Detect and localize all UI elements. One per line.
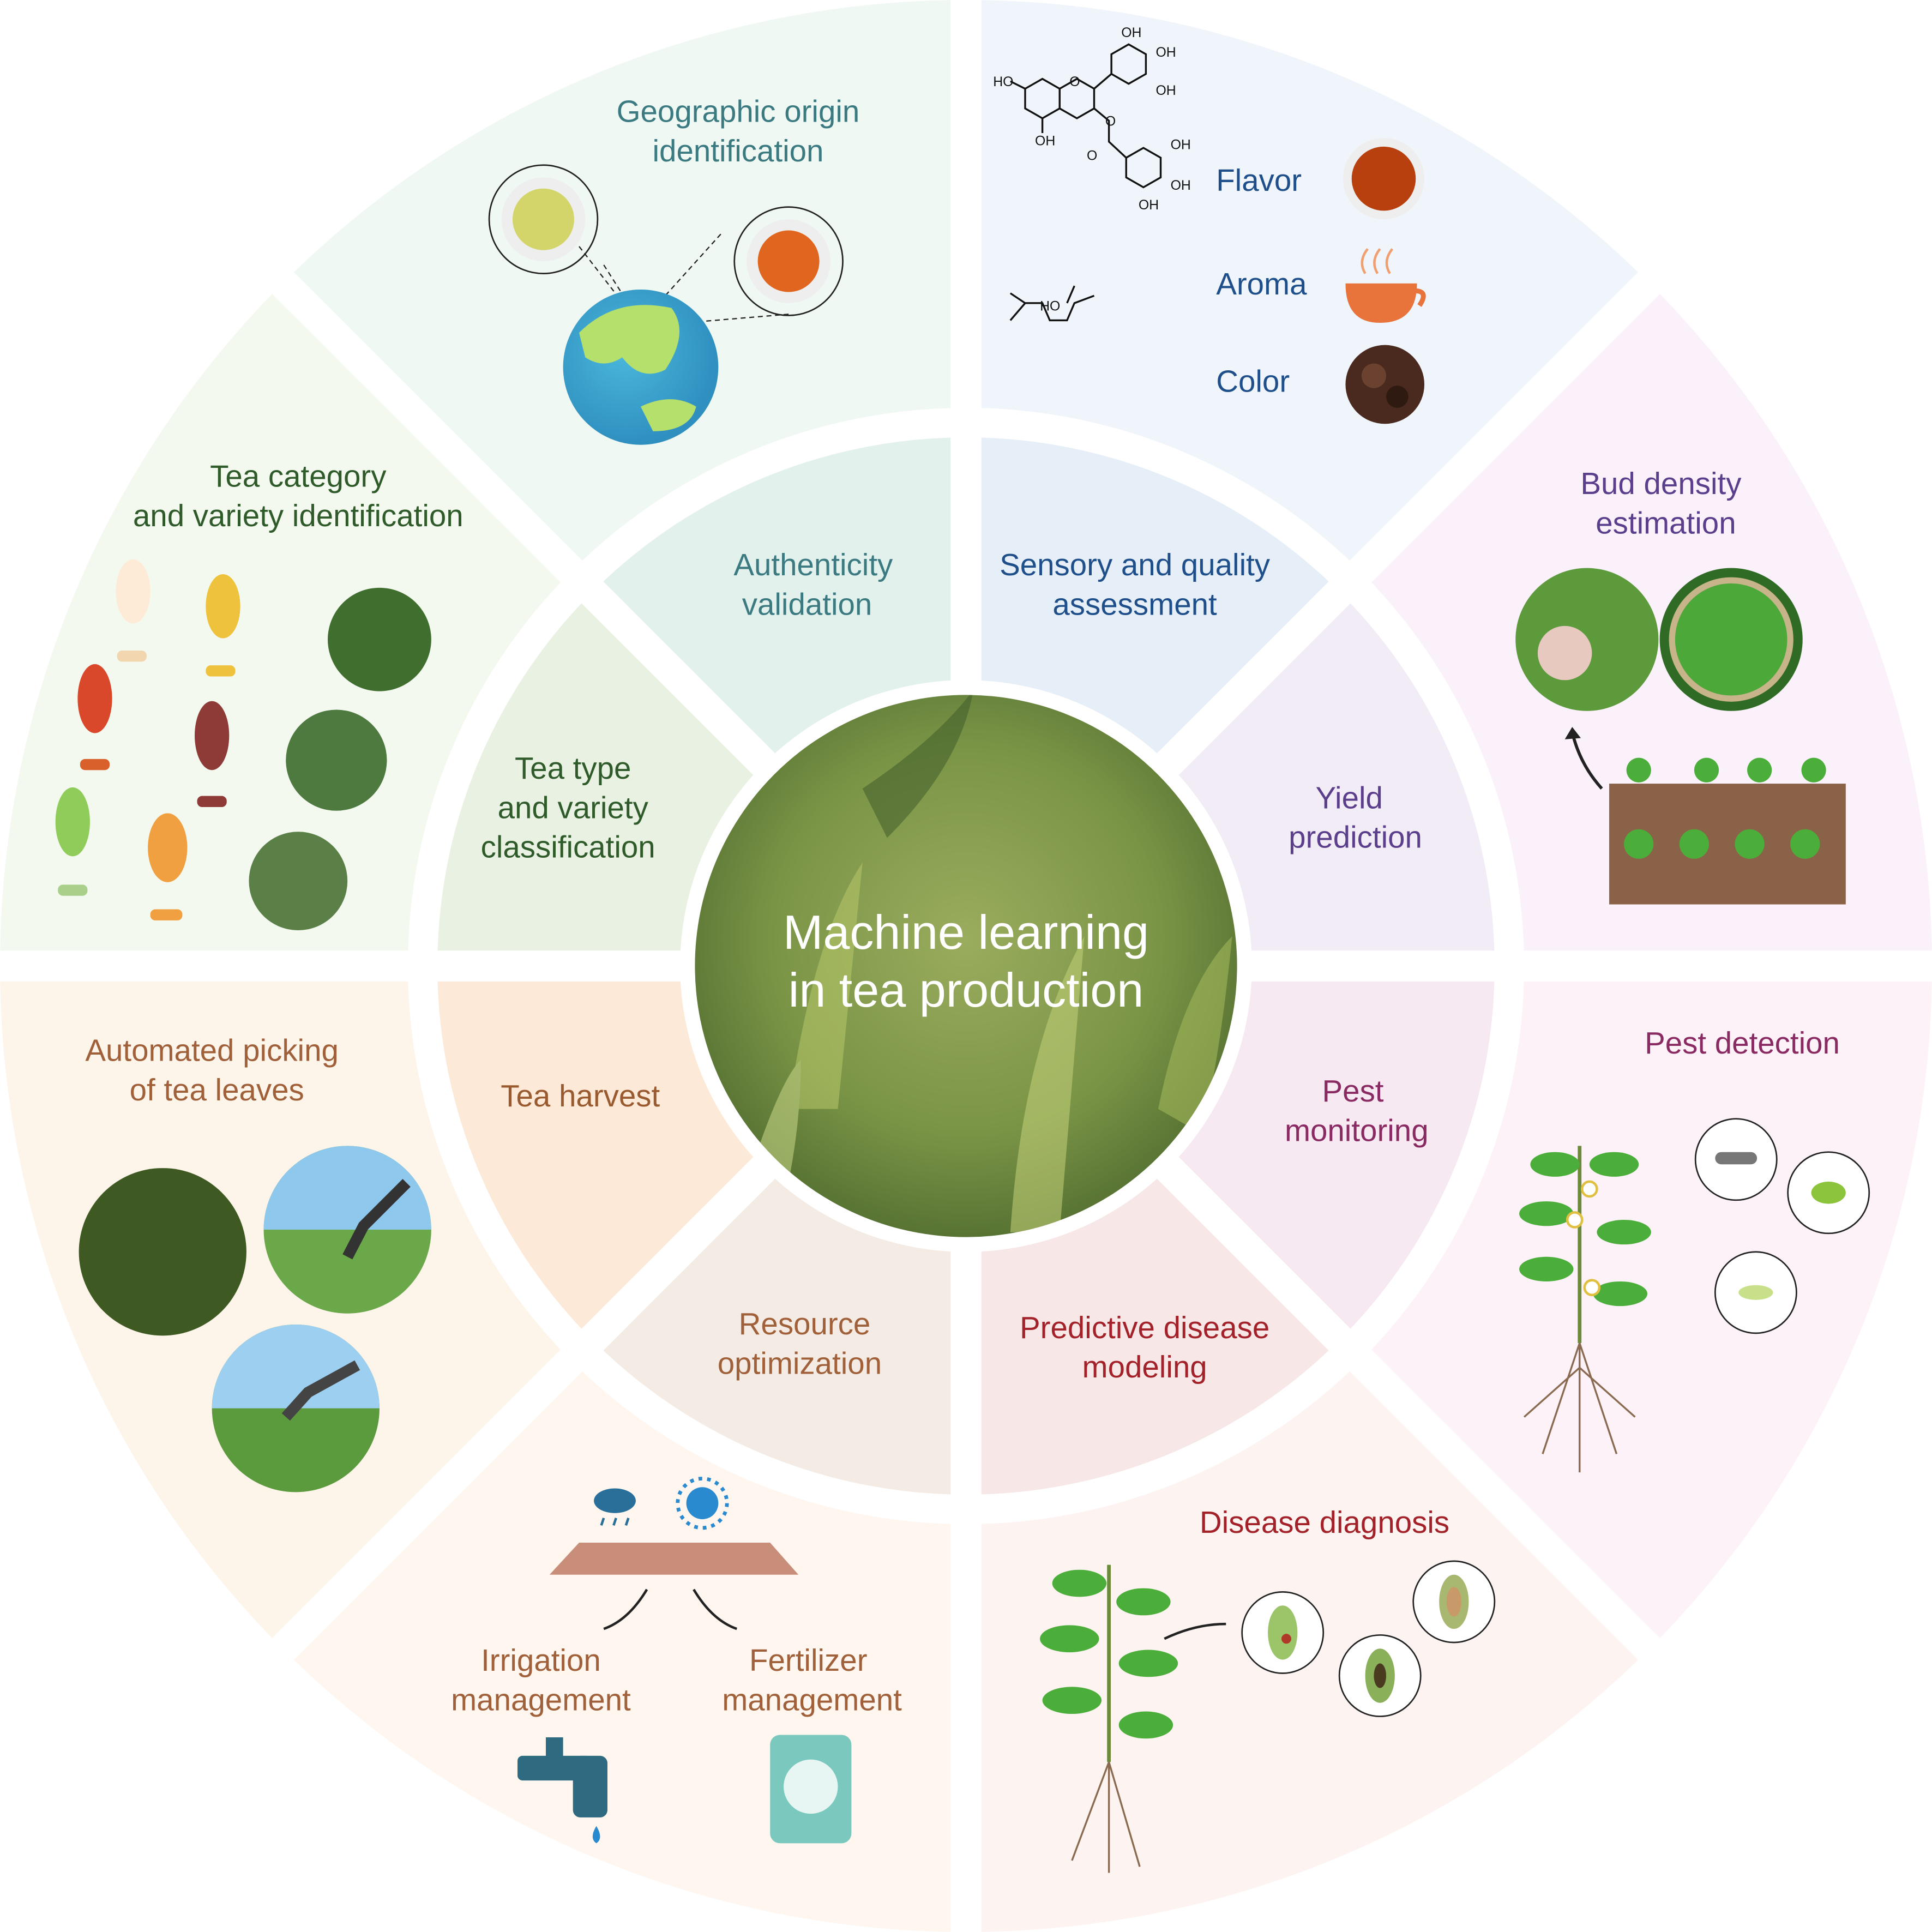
pest-detection-label: Pest detection [1645, 1026, 1840, 1060]
diseased-leaf-icon [1241, 1591, 1325, 1674]
pest-monitoring-label-1: Pest [1322, 1074, 1384, 1108]
tea-bush-photo [286, 709, 387, 811]
tea-category-section: Tea category and variety identification [55, 459, 464, 930]
aphid-icon [1787, 1151, 1870, 1235]
chem-label: OH [1121, 26, 1141, 40]
color-label: Color [1216, 364, 1290, 399]
tea-harvest-label: Tea harvest [501, 1079, 660, 1113]
chem-label: OH [1171, 178, 1191, 193]
center-image: Machine learning in tea production [695, 695, 1237, 1237]
diseased-leaf-icon [1338, 1634, 1422, 1717]
caterpillar-icon [1694, 1118, 1778, 1201]
geographic-label-1: Geographic origin [617, 94, 860, 129]
tea-type-label-3: classification [481, 830, 655, 864]
sun-icon [676, 1477, 729, 1530]
yield-label-1: Yield [1315, 780, 1382, 815]
sky-icon [212, 1325, 380, 1409]
chem-label: O [1087, 149, 1097, 164]
center-title-line1: Machine learning [783, 905, 1149, 959]
bud-density-label-1: Bud density [1580, 466, 1742, 501]
chem-label: OH [1155, 83, 1176, 98]
basket-icon [1669, 577, 1793, 702]
bud-density-section: Bud density estimation [1515, 466, 1846, 905]
hand-icon [1537, 625, 1592, 681]
disease-diagnosis-section: Disease diagnosis [1040, 1505, 1496, 1873]
arrowhead-icon [1564, 727, 1581, 739]
fertilizer-bag-icon [770, 1735, 852, 1844]
sensory-label-2: assessment [1052, 587, 1217, 622]
arrow-icon [1570, 731, 1603, 790]
branch-arrows-icon [603, 1588, 737, 1630]
tea-seedling-icon [1040, 1564, 1178, 1873]
resource-label-1: Resource [739, 1307, 871, 1341]
tea-bowl-icon [1343, 138, 1425, 220]
aroma-label: Aroma [1216, 267, 1307, 301]
catechin-structure-icon [1009, 43, 1162, 322]
tea-plant-rows-icon [1624, 757, 1826, 859]
ring-gap [407, 407, 1525, 1525]
authenticity-label-1: Authenticity [733, 547, 893, 582]
geographic-origin-section: Geographic origin identification [488, 94, 860, 445]
pest-monitoring-label-2: monitoring [1285, 1113, 1429, 1147]
globe-icon [563, 289, 719, 445]
picking-label-1: Automated picking [85, 1033, 339, 1067]
tea-bush-photo [249, 832, 348, 930]
robot-hand-photo [79, 1168, 246, 1336]
robot-arm-icon [281, 1360, 360, 1421]
inner-labels: Authenticity validation Sensory and qual… [481, 547, 1429, 1384]
center-title-line2: in tea production [789, 963, 1144, 1017]
tea-type-label-1: Tea type [515, 751, 631, 785]
tea-cup-orange-icon [733, 206, 844, 316]
picking-label-2: of tea leaves [130, 1073, 304, 1107]
irrigation-label-1: Irrigation [481, 1643, 601, 1677]
automated-picking-section: Automated picking of tea leaves [79, 1033, 431, 1492]
irrigation-label-2: management [451, 1682, 631, 1717]
fertilizer-label-2: management [722, 1682, 902, 1717]
sky-icon [263, 1146, 431, 1230]
sensory-label-1: Sensory and quality [1000, 547, 1271, 582]
category-label-1: Tea category [210, 459, 387, 493]
chem-label: OH [1155, 45, 1176, 60]
authenticity-label-2: validation [742, 587, 872, 622]
whitefly-icon [1714, 1251, 1797, 1334]
predictive-disease-label-1: Predictive disease [1020, 1310, 1269, 1345]
fertilizer-label-1: Fertilizer [749, 1643, 867, 1677]
resource-label-2: optimization [718, 1346, 882, 1380]
chem-label: O [1069, 75, 1080, 89]
predictive-disease-label-2: modeling [1082, 1350, 1207, 1384]
chem-label: OH [1139, 198, 1159, 213]
dry-tea-leaves-icon [1345, 345, 1425, 424]
arrow-icon [1164, 1622, 1226, 1640]
steaming-cup-icon [1345, 248, 1426, 323]
field-icon [549, 1542, 799, 1575]
chem-label: OH [1171, 137, 1191, 152]
pest-detection-section: Pest detection [1519, 1026, 1870, 1473]
chem-label: HO [993, 75, 1013, 89]
water-tap-icon [517, 1737, 607, 1844]
tea-plant-with-roots-icon [1519, 1146, 1651, 1473]
chem-label: OH [1035, 134, 1055, 149]
tea-type-label-2: and variety [498, 790, 649, 824]
robot-arm-icon [342, 1178, 411, 1260]
chem-label: HO [1040, 299, 1060, 314]
yield-label-2: prediction [1289, 820, 1422, 854]
diseased-leaf-icon [1412, 1560, 1496, 1644]
bud-density-label-2: estimation [1596, 505, 1736, 540]
geographic-label-2: identification [653, 134, 824, 168]
flavor-label: Flavor [1216, 163, 1302, 197]
disease-diagnosis-label: Disease diagnosis [1200, 1505, 1449, 1539]
category-label-2: and variety identification [133, 498, 464, 533]
rain-cloud-icon [594, 1488, 636, 1526]
chem-label: O [1105, 114, 1116, 129]
tea-cup-green-icon [488, 164, 599, 274]
resource-management-section: Irrigation management Fertilizer managem… [451, 1477, 902, 1844]
tea-bush-photo [328, 587, 431, 691]
tea-leaf-cup-icons [55, 559, 240, 920]
quality-section: OH HO O OH OH OH O O OH OH OH HO Flavor … [993, 26, 1426, 424]
